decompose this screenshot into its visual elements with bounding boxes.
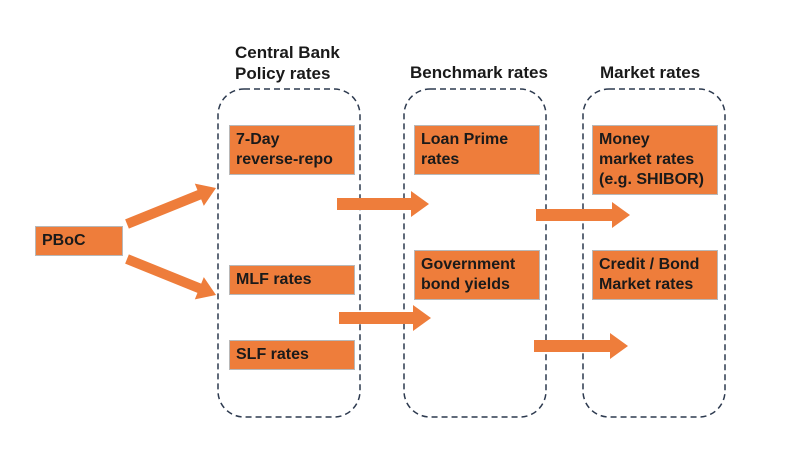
arrow-pboc-to-mlf xyxy=(125,254,217,300)
money-market-rates-box: Money market rates (e.g. SHIBOR) xyxy=(592,125,718,195)
heading-central-bank-policy-rates: Central Bank Policy rates xyxy=(235,43,340,83)
heading-benchmark-rates: Benchmark rates xyxy=(410,63,548,82)
market-rates-frame xyxy=(582,88,726,418)
heading-market-rates: Market rates xyxy=(600,63,701,82)
arrow-benchmark-to-money-market xyxy=(536,202,630,228)
arrow-policy-to-government-bond xyxy=(339,305,431,331)
credit-bond-market-rates-box: Credit / Bond Market rates xyxy=(592,250,718,300)
arrow-benchmark-to-credit-bond xyxy=(534,333,628,359)
slf-rates-box: SLF rates xyxy=(229,340,355,370)
reverse-repo-box: 7-Day reverse-repo xyxy=(229,125,355,175)
pboc-box: PBoC xyxy=(35,226,123,256)
benchmark-rates-frame xyxy=(403,88,547,418)
arrow-policy-to-loan-prime xyxy=(337,191,429,217)
government-bond-yields-box: Government bond yields xyxy=(414,250,540,300)
loan-prime-rates-box: Loan Prime rates xyxy=(414,125,540,175)
policy-rates-frame xyxy=(217,88,361,418)
arrow-pboc-to-reverse-repo xyxy=(125,183,217,229)
mlf-rates-box: MLF rates xyxy=(229,265,355,295)
